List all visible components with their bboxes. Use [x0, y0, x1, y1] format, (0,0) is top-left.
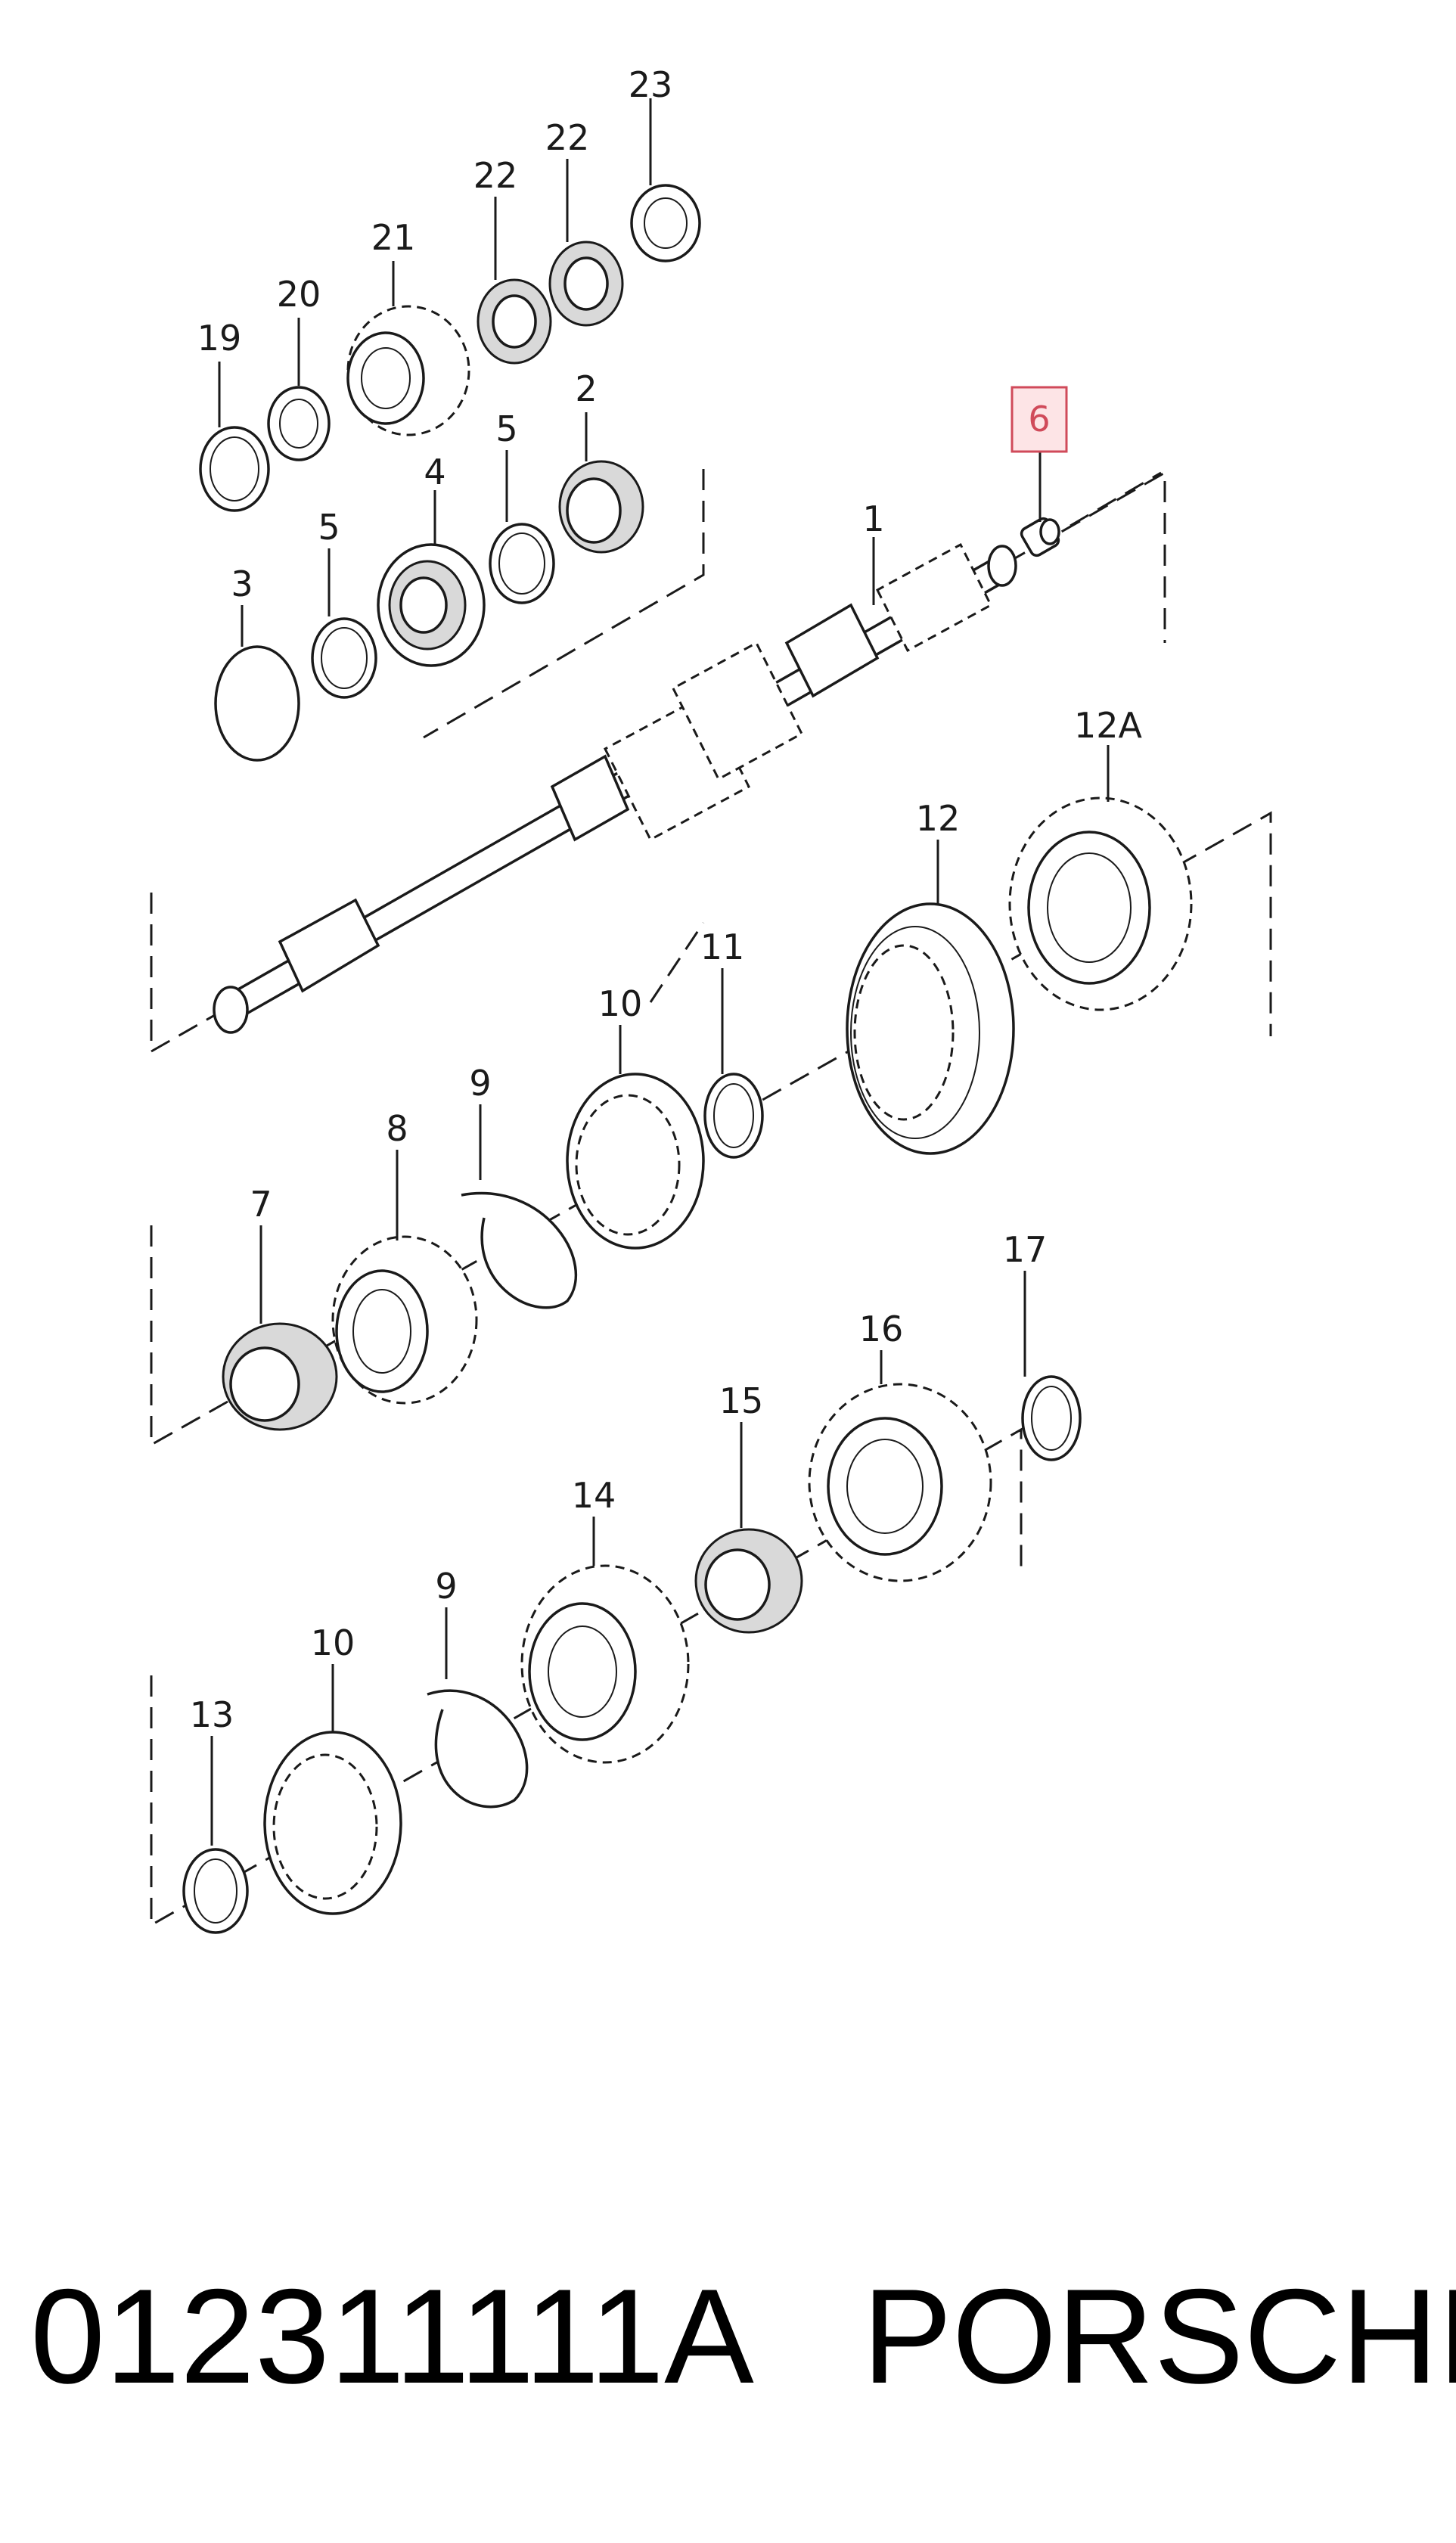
part-number: 012311111A — [30, 2261, 754, 2411]
upper-parts-group — [199, 184, 701, 762]
callout-label: 15 — [719, 1380, 764, 1421]
callout-label: 11 — [700, 927, 745, 967]
callout-label: 13 — [190, 1694, 234, 1735]
callout-label: 5 — [318, 507, 340, 548]
callout-label: 22 — [473, 155, 518, 196]
middle-parts-group — [222, 796, 1193, 1431]
callout-label-highlighted: 6 — [1028, 399, 1050, 439]
callout-label: 16 — [859, 1309, 904, 1349]
callout-label: 9 — [435, 1566, 457, 1607]
callout-label: 10 — [311, 1622, 355, 1663]
callout-label: 12A — [1074, 705, 1143, 746]
callout-label: 14 — [572, 1475, 616, 1516]
callout-label: 1 — [862, 498, 884, 539]
callout-label: 19 — [197, 318, 242, 359]
callout-label: 2 — [575, 368, 597, 409]
callout-labels: 23 22 22 21 20 19 2 5 4 5 3 6 1 12A 12 1… — [190, 64, 1143, 1735]
callout-label: 4 — [424, 452, 445, 492]
main-shaft-part — [213, 542, 1017, 1034]
callout-label: 23 — [629, 64, 673, 105]
brand-name: PORSCHE — [862, 2261, 1456, 2411]
callout-leader-lines — [210, 98, 1110, 1846]
callout-label: 12 — [916, 798, 961, 839]
callout-label: 9 — [469, 1063, 491, 1104]
callout-label: 22 — [545, 117, 590, 158]
callout-label: 5 — [495, 408, 517, 449]
callout-label: 21 — [371, 217, 416, 258]
callout-label: 20 — [277, 274, 321, 315]
footer: 012311111A PORSCHE — [30, 2261, 1456, 2411]
callout-label: 3 — [231, 564, 253, 604]
callout-label: 17 — [1003, 1229, 1048, 1270]
callout-label: 8 — [386, 1108, 408, 1149]
callout-label: 7 — [250, 1184, 272, 1225]
callout-label: 10 — [598, 983, 643, 1024]
lower-parts-group — [182, 1375, 1082, 1934]
highlight-box — [1011, 386, 1068, 453]
bushing-part-6 — [1020, 517, 1060, 557]
